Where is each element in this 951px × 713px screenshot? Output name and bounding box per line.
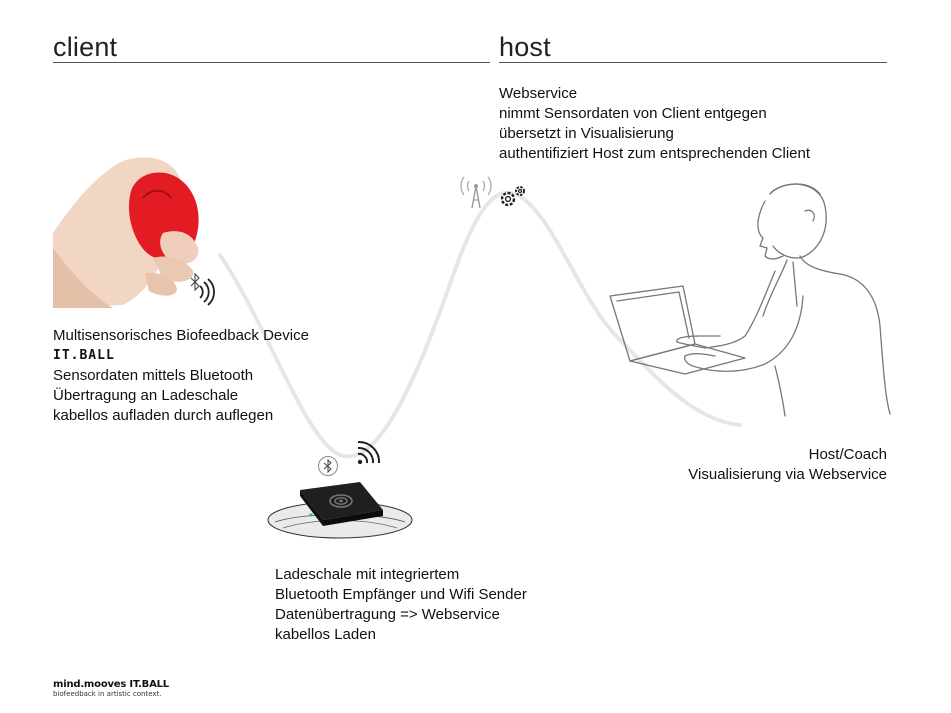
host-coach-description: Host/Coach Visualisierung via Webservice bbox=[600, 445, 887, 485]
logo-main-text: mind.mooves IT.BALL bbox=[53, 679, 169, 690]
webservice-description: Webservice nimmt Sensordaten von Client … bbox=[499, 84, 810, 164]
bluetooth-circle-icon bbox=[318, 456, 338, 476]
client-device-line: Multisensorisches Biofeedback Device bbox=[53, 327, 309, 344]
itball-brand: IT.BALL bbox=[53, 348, 115, 363]
charger-line: Ladeschale mit integriertem bbox=[275, 566, 460, 583]
charger-line: Bluetooth Empfänger und Wifi Sender bbox=[275, 586, 527, 603]
client-heading-rule bbox=[53, 62, 490, 63]
charger-description: Ladeschale mit integriertem Bluetooth Em… bbox=[275, 565, 527, 645]
webservice-line: nimmt Sensordaten von Client entgegen bbox=[499, 105, 767, 122]
charger-line: Datenübertragung => Webservice bbox=[275, 606, 500, 623]
bluetooth-icon bbox=[190, 272, 200, 292]
host-heading-rule bbox=[499, 62, 887, 63]
client-detail-line: Übertragung an Ladeschale bbox=[53, 387, 239, 404]
client-detail-line: kabellos aufladen durch auflegen bbox=[53, 407, 274, 424]
client-device-description: Multisensorisches Biofeedback Device IT.… bbox=[53, 326, 309, 426]
host-coach-line: Host/Coach bbox=[808, 446, 887, 463]
antenna-icon bbox=[460, 176, 492, 209]
client-heading: client bbox=[53, 32, 118, 62]
client-detail-line: Sensordaten mittels Bluetooth bbox=[53, 367, 254, 384]
webservice-line: übersetzt in Visualisierung bbox=[499, 125, 674, 142]
host-coach-illustration bbox=[609, 183, 891, 417]
wireless-signal-charger-icon bbox=[357, 440, 381, 465]
charging-pad-image bbox=[267, 482, 413, 539]
host-heading: host bbox=[499, 32, 551, 62]
charger-line: kabellos Laden bbox=[275, 626, 376, 643]
hand-with-ball-image bbox=[53, 153, 203, 308]
gears-icon bbox=[500, 186, 525, 207]
host-coach-line: Visualisierung via Webservice bbox=[688, 466, 887, 483]
webservice-line: authentifiziert Host zum entsprechenden … bbox=[499, 145, 811, 162]
logo-tagline: biofeedback in artistic context. bbox=[53, 690, 162, 698]
wireless-signal-icon bbox=[199, 278, 215, 306]
mindmooves-logo: mind.mooves IT.BALL biofeedback in artis… bbox=[53, 679, 169, 698]
webservice-line: Webservice bbox=[499, 85, 578, 102]
